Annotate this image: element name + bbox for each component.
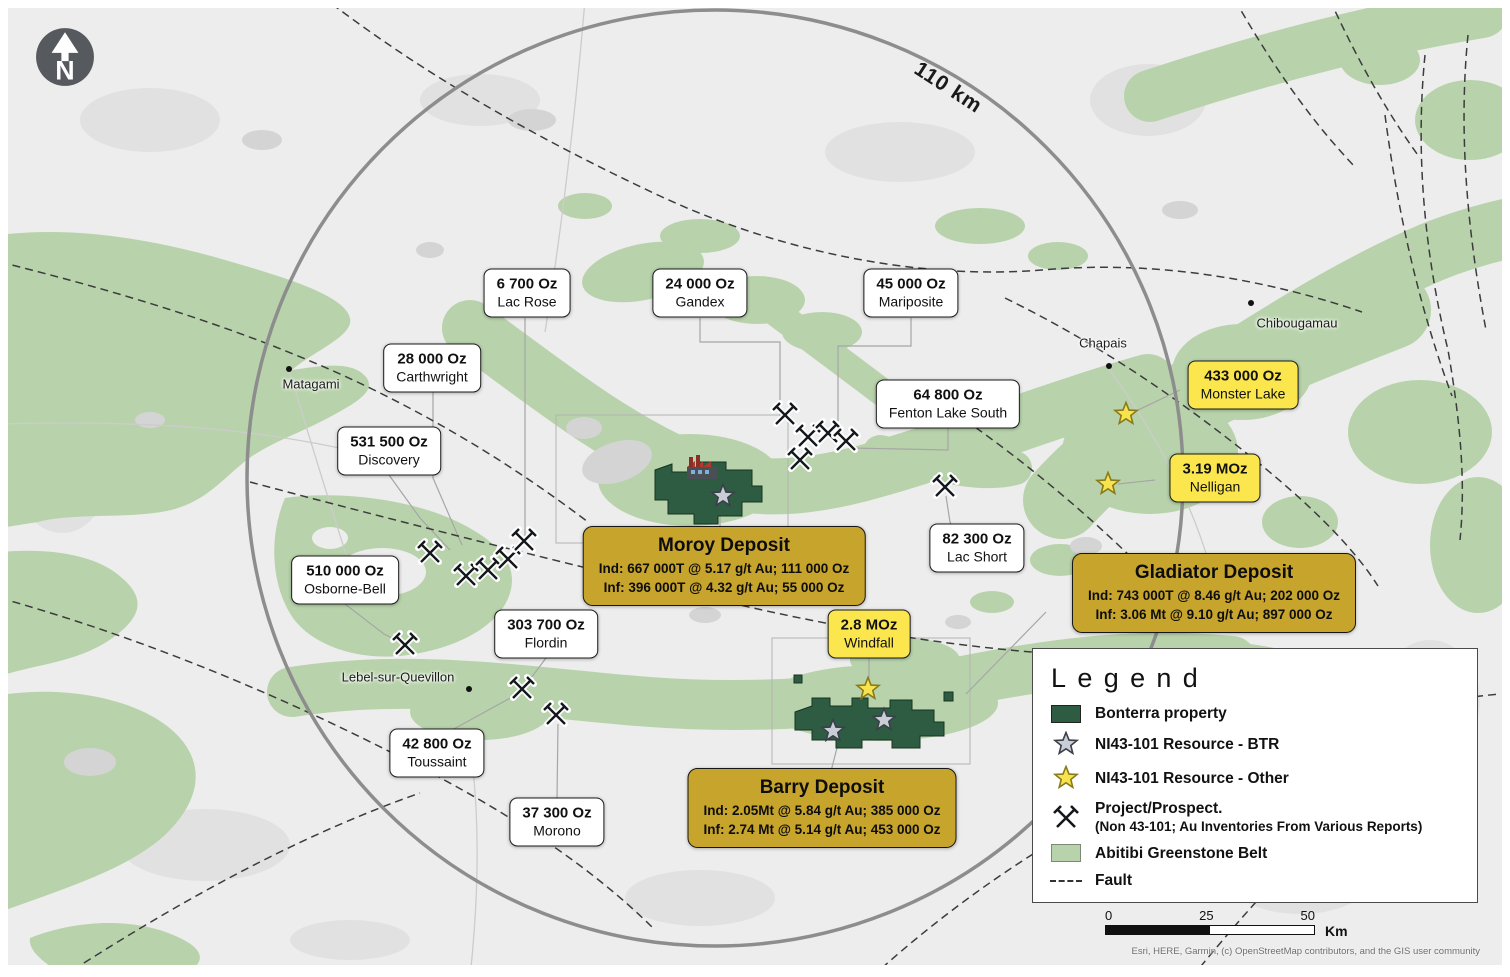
legend-item-label: Project/Prospect. <box>1095 800 1223 818</box>
scale-tick: 0 <box>1105 908 1113 923</box>
prospect-icon <box>509 526 539 553</box>
prospect-icon <box>493 544 523 571</box>
resource-star-btr-icon <box>819 717 847 743</box>
prospect-icon <box>831 426 861 453</box>
legend-item-label: Fault <box>1095 872 1133 889</box>
belt-swatch-icon <box>1049 844 1083 863</box>
prospect-icon <box>507 674 537 701</box>
resource-star-btr-icon <box>709 482 737 508</box>
prospect-icon <box>785 445 815 472</box>
legend-item-label: Bonterra property <box>1095 705 1227 722</box>
legend-item: NI43-101 Resource - BTR <box>1049 731 1461 757</box>
legend-item-label: NI43-101 Resource - BTR <box>1095 735 1280 753</box>
resource-star-btr-icon <box>870 706 898 732</box>
scale-ticks: 0 25 50 <box>1105 908 1315 925</box>
scale-tick: 50 <box>1300 908 1315 923</box>
scale-unit: Km <box>1325 923 1348 939</box>
mill-factory-icon <box>687 455 717 479</box>
resource-stars-layer <box>709 400 1140 743</box>
prospect-icon <box>541 700 571 727</box>
prospect-icon <box>451 561 481 588</box>
scale-bar-graphic <box>1105 925 1315 935</box>
scale-bar: 0 25 50 Km <box>1105 908 1348 939</box>
legend-item: NI43-101 Resource - Other <box>1049 765 1461 791</box>
fault-line-icon <box>1049 879 1083 882</box>
prospect-icon <box>415 538 445 565</box>
legend-item-sublabel: (Non 43-101; Au Inventories From Various… <box>1095 818 1423 834</box>
north-arrow-icon: N <box>34 26 96 88</box>
legend-item: Fault <box>1049 871 1461 890</box>
water-layer <box>64 109 1198 776</box>
svg-text:N: N <box>55 56 74 86</box>
legend-item-label: Abitibi Greenstone Belt <box>1095 844 1268 862</box>
resource-star-other-icon <box>1094 470 1122 496</box>
resource-star-other-icon <box>1112 400 1140 426</box>
prospect-icon <box>390 630 420 657</box>
prospect-icon <box>813 418 843 445</box>
prospect-icon <box>473 555 503 582</box>
prospect-icon <box>930 472 960 499</box>
prospect-picks-icon <box>1049 802 1083 834</box>
legend-item: Abitibi Greenstone Belt <box>1049 844 1461 863</box>
legend-title: Legend <box>1051 663 1210 693</box>
legend-item: Bonterra property <box>1049 704 1461 723</box>
property-swatch-icon <box>1049 704 1083 723</box>
prospect-markers-layer <box>390 400 960 727</box>
star-other-icon <box>1049 765 1083 791</box>
prospect-icon <box>770 400 800 427</box>
map-attribution: Esri, HERE, Garmin, (c) OpenStreetMap co… <box>1131 946 1480 957</box>
legend-item: Project/Prospect.(Non 43-101; Au Invento… <box>1049 799 1461 835</box>
star-btr-icon <box>1049 731 1083 757</box>
legend-item-label: NI43-101 Resource - Other <box>1095 769 1289 787</box>
scale-tick: 25 <box>1199 908 1214 923</box>
prospect-icon <box>793 422 823 449</box>
resource-star-other-icon <box>854 675 882 701</box>
